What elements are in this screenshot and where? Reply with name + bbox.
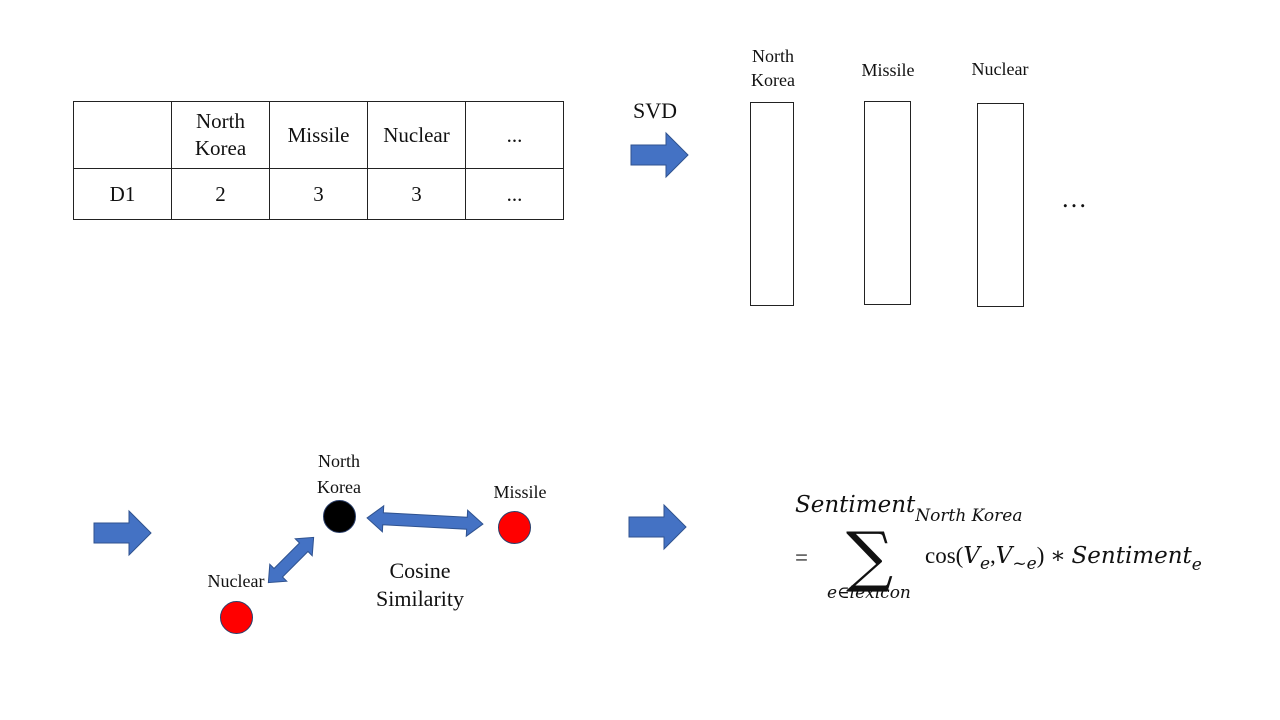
table-cell: ... <box>465 168 564 220</box>
formula-comma: , <box>990 543 996 568</box>
node-north-korea <box>323 500 356 533</box>
node-missile <box>498 511 531 544</box>
vector-label-north-korea: North Korea <box>751 46 795 90</box>
table-row: D1 2 3 3 ... <box>73 168 564 220</box>
formula-rhs-subscript: e <box>1191 555 1202 575</box>
formula-v2-subscript: ~e <box>1012 554 1037 574</box>
formula-lhs-subscript: North Korea <box>915 506 1023 526</box>
table-header-cell: Missile <box>269 101 368 169</box>
svd-arrow <box>630 131 689 179</box>
flow-arrow-left <box>93 509 152 557</box>
vector-missile <box>864 101 911 305</box>
table-header-cell <box>73 101 172 169</box>
svd-label: SVD <box>633 98 678 123</box>
table-cell: 2 <box>171 168 270 220</box>
formula-equals: = <box>795 545 808 570</box>
formula-rhs: cos(Ve,V~e) ∗ Sentimente <box>925 543 1202 575</box>
table-cell: D1 <box>73 168 172 220</box>
vectors-ellipsis: … <box>1061 184 1087 213</box>
table-cell: 3 <box>269 168 368 220</box>
node-label-north-korea: North Korea <box>317 451 361 497</box>
cosine-similarity-caption: Cosine Similarity <box>376 558 464 611</box>
flow-arrow-right <box>628 503 687 551</box>
node-label-missile: Missile <box>493 482 547 502</box>
formula-sum-symbol: ∑ <box>846 518 894 595</box>
formula-cos: cos( <box>925 543 964 568</box>
node-nuclear <box>220 601 253 634</box>
vector-north-korea <box>750 102 794 306</box>
formula-sum-subscript: e∈lexicon <box>827 583 911 603</box>
formula-v1: V <box>963 543 980 569</box>
formula-times: ∗ <box>1050 543 1066 568</box>
vector-label-missile: Missile <box>861 60 915 80</box>
vector-label-nuclear: Nuclear <box>971 59 1029 79</box>
node-label-nuclear: Nuclear <box>207 571 265 591</box>
formula-v1-subscript: e <box>979 554 991 574</box>
north-korea-header: North Korea <box>194 109 247 160</box>
table-cell: 3 <box>367 168 466 220</box>
formula-lhs-sentiment: Sentiment <box>795 492 916 518</box>
formula-rhs-sentiment: Sentiment <box>1071 543 1192 569</box>
formula-lhs: SentimentNorth Korea <box>795 492 1023 526</box>
term-document-table: North Korea Missile Nuclear ... D1 2 3 3… <box>73 101 564 220</box>
formula-close-paren: ) <box>1036 543 1045 568</box>
vector-nuclear <box>977 103 1024 307</box>
formula-v2: V <box>995 543 1013 569</box>
